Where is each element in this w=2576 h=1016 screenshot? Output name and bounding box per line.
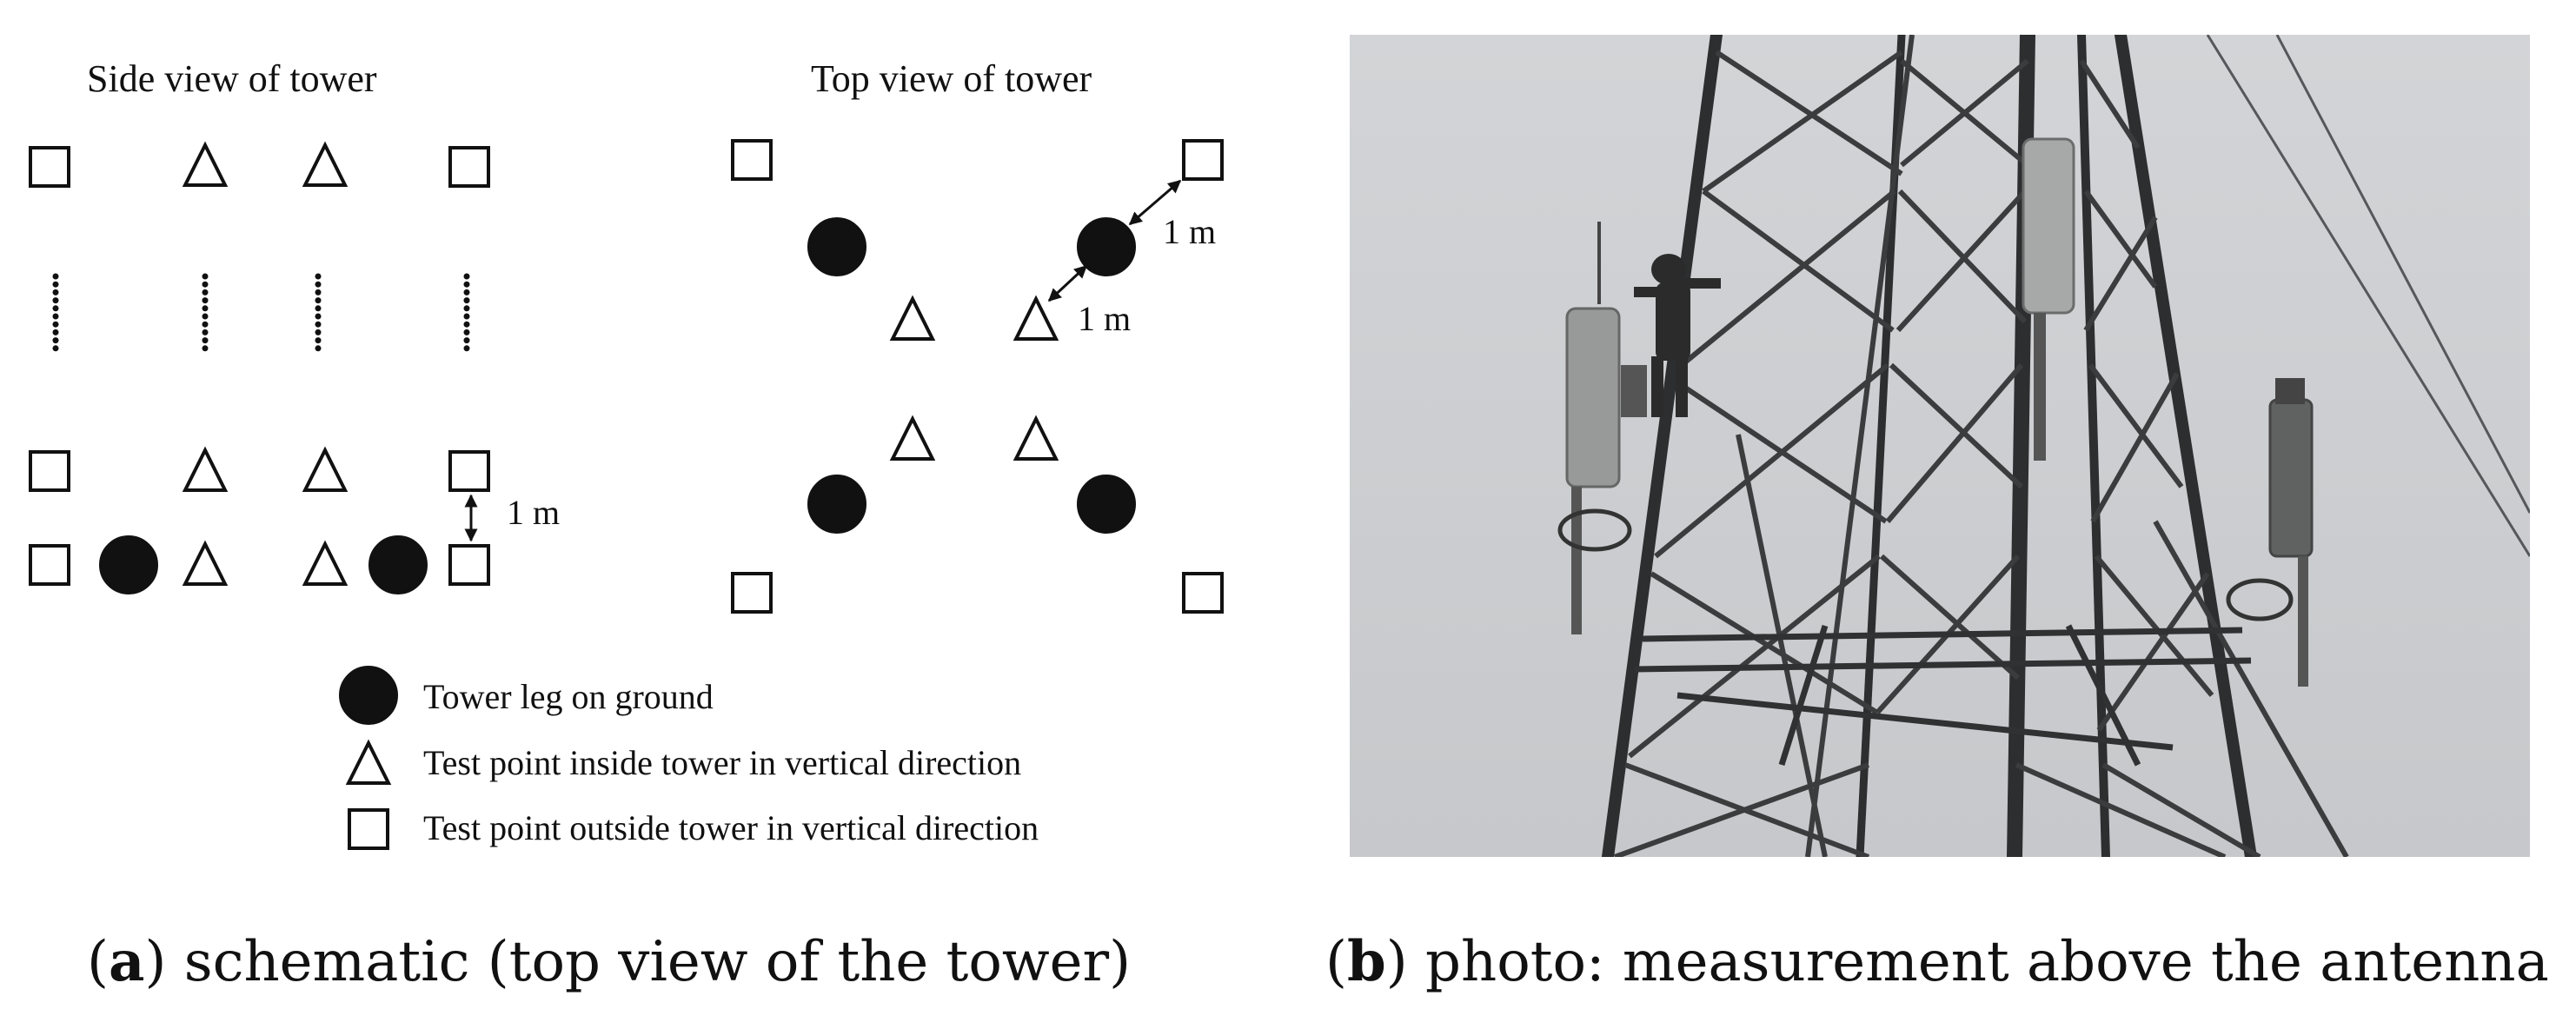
dot [52,289,59,296]
outside-test-point [1182,139,1224,181]
dot [463,297,470,304]
tower-leg-legend-icon [339,666,398,725]
tower-leg [807,217,866,276]
dot [202,281,209,288]
antenna-left [1557,307,1647,634]
inside-test-point [182,540,229,586]
dot [463,345,470,352]
dot [202,289,209,296]
dot [52,273,59,280]
caption-a: (a) schematic (top view of the tower) [87,929,1131,994]
distance-label: 1 m [1163,212,1216,251]
dot [315,297,322,304]
dot [52,329,59,335]
dot [315,329,322,335]
dot [202,313,209,320]
dot [202,321,209,328]
distance-label: 1 m [1078,299,1131,338]
dot [202,305,209,312]
antenna-right [2226,378,2314,687]
dot [52,345,59,352]
outside-test-point [731,139,773,181]
dot [52,297,59,304]
distance-arrow [1128,179,1182,226]
dot [52,305,59,312]
dot [463,281,470,288]
tower-leg [1077,475,1136,534]
schematic-panel: Side view of tower Top view of tower 1 m [29,57,1224,850]
tower-bracing [1613,35,2349,857]
inside-point-legend-icon [345,739,392,785]
legend-outside-point: Test point outside tower in vertical dir… [423,808,1039,847]
dot [202,345,209,352]
dot [202,329,209,335]
top-view-title: Top view of tower [811,57,1092,100]
dot [463,329,470,335]
distance-label: 1 m [507,493,560,532]
dot [202,297,209,304]
dot [52,313,59,320]
dot [463,289,470,296]
outside-test-point [29,544,70,586]
dot [315,281,322,288]
dot [315,273,322,280]
tower-leg [807,475,866,534]
outside-test-point [731,572,773,614]
dot [202,337,209,344]
outside-test-point [448,146,490,188]
outside-test-point [29,146,70,188]
inside-test-point [1012,295,1059,341]
dot [315,313,322,320]
dot [202,273,209,280]
inside-test-point [889,295,936,341]
outside-test-point [448,544,490,586]
dot [52,321,59,328]
worker-figure [1597,222,1721,417]
inside-test-point [182,446,229,492]
outside-test-point [29,450,70,492]
dot [463,337,470,344]
legend-inside-point: Test point inside tower in vertical dire… [423,743,1021,782]
vertical-dotted-lines [52,273,470,352]
inside-test-point [302,141,349,187]
dot [315,337,322,344]
inside-test-point [1012,415,1059,461]
legend: Tower leg on ground Test point inside to… [339,666,1039,850]
distance-arrow [1047,264,1088,302]
caption-b: (b) photo: measurement above the antenna [1325,929,2549,994]
inside-test-point [182,141,229,187]
dot [463,313,470,320]
outside-point-legend-icon [348,808,389,850]
inside-test-point [889,415,936,461]
tower-photo [1350,35,2530,857]
dot [463,321,470,328]
legend-tower-leg: Tower leg on ground [423,677,714,716]
outside-test-point [448,450,490,492]
dot [52,281,59,288]
dot [315,321,322,328]
sky-background [1350,35,2530,857]
tower-leg [1077,217,1136,276]
dot [315,289,322,296]
tower-leg [99,535,158,594]
tower-platform [1633,624,2252,767]
guy-wires [2206,35,2530,557]
side-view-title: Side view of tower [87,57,377,100]
tower-leg [368,535,428,594]
antenna-center [2022,137,2075,461]
dot [463,305,470,312]
dot [52,337,59,344]
outside-test-point [1182,572,1224,614]
inside-test-point [302,446,349,492]
dot [463,273,470,280]
dot [315,345,322,352]
inside-test-point [302,540,349,586]
dot [315,305,322,312]
